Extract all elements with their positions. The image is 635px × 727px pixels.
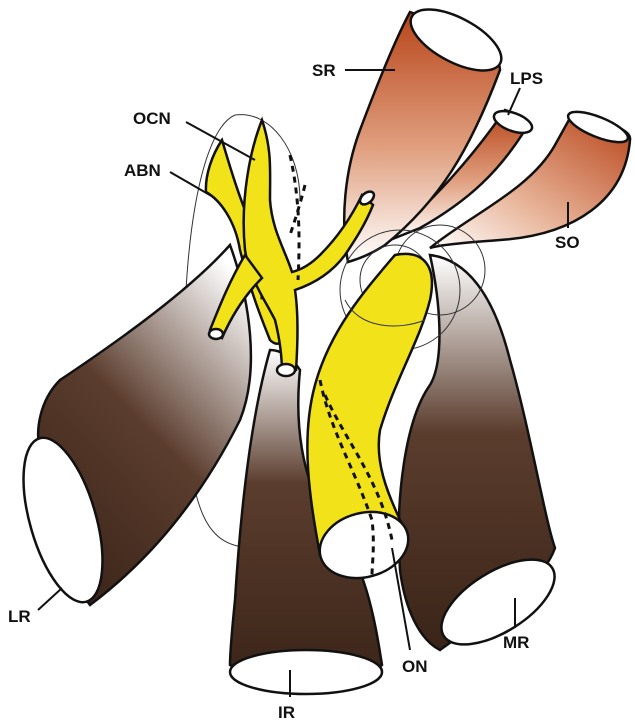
abn-label: ABN	[124, 161, 161, 180]
ir-label: IR	[278, 703, 295, 722]
on-label: ON	[402, 657, 428, 676]
lps-leader-line	[508, 88, 520, 115]
lps-label: LPS	[510, 69, 543, 88]
lr-label: LR	[8, 607, 31, 626]
sr-label: SR	[312, 61, 336, 80]
lateral-rectus-muscle	[8, 245, 251, 611]
so-label: SO	[555, 233, 580, 252]
ocn-label: OCN	[133, 109, 171, 128]
lr-leader-line	[38, 588, 62, 610]
mr-label: MR	[503, 633, 529, 652]
